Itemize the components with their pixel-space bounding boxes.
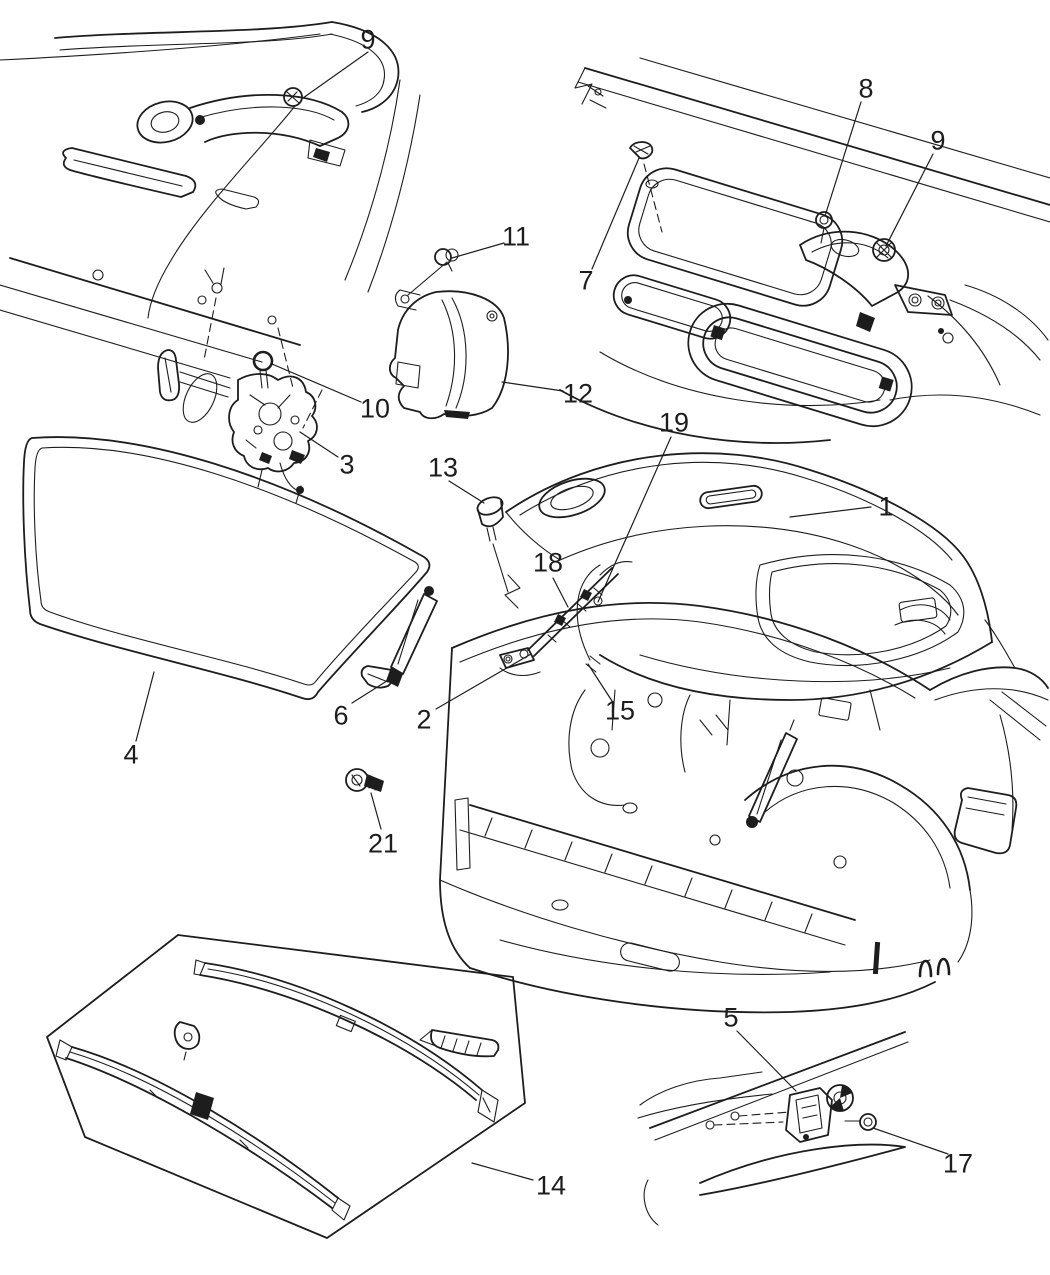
trim-panel-sheet <box>46 934 526 1239</box>
callout-1-deck-lid: 1 <box>878 491 894 522</box>
deck-lid-inner-panel-right-view <box>559 57 1050 444</box>
body-rear-and-deck-lid <box>439 452 1049 1014</box>
leader-line-5 <box>736 1030 797 1092</box>
leader-line-21 <box>370 792 382 830</box>
callout-6-strut-end: 6 <box>333 700 349 731</box>
callout-19-hinge-pin: 19 <box>658 407 690 438</box>
leader-line-6 <box>351 678 391 704</box>
gas-strut-and-fasteners <box>345 496 509 792</box>
callout-9-right-hinge: 9 <box>930 125 946 156</box>
callout-9-left-hinge: 9 <box>360 24 376 55</box>
leader-line-3 <box>299 431 339 458</box>
leader-line-7 <box>591 157 640 270</box>
leader-line-9 <box>885 153 934 247</box>
leader-line-19 <box>597 436 672 603</box>
deck-lid-inner-panel-left-view <box>0 21 421 379</box>
callout-11-push-pin: 11 <box>501 221 531 252</box>
leader-line-11 <box>451 242 505 259</box>
lock-striker-detail <box>637 1031 909 1226</box>
callout-14-trim-panel: 14 <box>535 1170 567 1201</box>
leader-line-14 <box>471 1162 534 1181</box>
callout-2-gas-strut: 2 <box>416 704 432 735</box>
callout-13-plug: 13 <box>427 452 459 483</box>
callout-5-striker: 5 <box>723 1002 739 1033</box>
callout-12-cover: 12 <box>562 378 594 409</box>
leader-line-4 <box>135 671 155 742</box>
leader-line-17 <box>872 1127 949 1155</box>
callout-8-bolt: 8 <box>858 73 874 104</box>
leader-line-15 <box>587 663 613 702</box>
weatherstrip-seal <box>22 436 431 701</box>
leader-line-1 <box>789 506 872 518</box>
leader-line-18 <box>552 577 569 608</box>
leader-lines <box>135 51 949 1181</box>
callout-18-hinge: 18 <box>532 547 564 578</box>
callout-3-latch: 3 <box>339 449 355 480</box>
leader-line-9 <box>302 51 369 99</box>
callout-21-bolt: 21 <box>367 828 399 859</box>
leader-line-13 <box>448 480 485 504</box>
callout-10-striker: 10 <box>359 393 391 424</box>
leader-line-8 <box>824 101 862 217</box>
callout-4-weatherstrip: 4 <box>123 739 139 770</box>
leader-line-12 <box>501 381 564 392</box>
leader-line-2 <box>435 653 532 710</box>
callout-17-fastener: 17 <box>942 1148 974 1179</box>
callout-15-cable: 15 <box>604 695 636 726</box>
callout-7-clip: 7 <box>578 265 594 296</box>
leader-line-10 <box>271 363 362 403</box>
